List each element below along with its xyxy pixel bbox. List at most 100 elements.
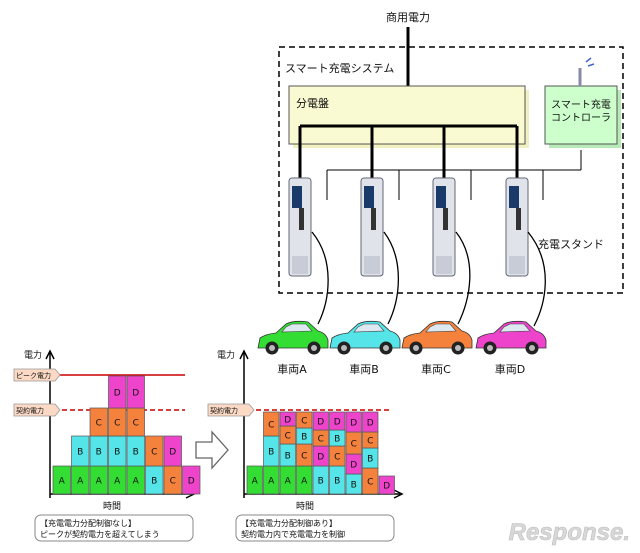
transition-arrow-icon bbox=[195, 430, 229, 470]
charge-block-label: D bbox=[350, 419, 357, 429]
car-window-icon bbox=[499, 323, 531, 333]
system-title: スマート充電システム bbox=[285, 61, 394, 75]
peak-power-tag: ピーク電力 bbox=[13, 368, 61, 382]
grid-power-label: 商用電力 bbox=[386, 10, 430, 24]
charge-block-label: C bbox=[133, 419, 139, 429]
charge-block-label: D bbox=[169, 448, 176, 458]
controller-label-2: コントローラ bbox=[551, 112, 611, 124]
vehicle-label: 車両D bbox=[495, 362, 525, 376]
vehicle-d: 車両D bbox=[475, 320, 547, 376]
charge-block-label: D bbox=[367, 419, 374, 429]
charge-block-d bbox=[108, 375, 127, 409]
charge-block-label: C bbox=[301, 452, 307, 462]
watermark-text: Response. bbox=[509, 519, 630, 546]
charge-block-label: D bbox=[350, 461, 357, 471]
charge-block-label: B bbox=[334, 435, 340, 445]
charge-block-label: B bbox=[151, 477, 157, 487]
charge-block-a bbox=[246, 465, 263, 495]
right-caption-line1: 【充電電力分配制御あり】 bbox=[241, 518, 337, 528]
car-body-icon bbox=[475, 320, 547, 349]
hubcap-icon bbox=[341, 345, 347, 351]
charge-block-label: B bbox=[96, 448, 102, 458]
wireless-signal-icon bbox=[585, 57, 595, 67]
hubcap-icon bbox=[269, 345, 275, 351]
charge-block-label: C bbox=[268, 421, 274, 431]
charge-block-label: D bbox=[383, 482, 390, 492]
panel-label: 分電盤 bbox=[296, 97, 329, 110]
charge-block-label: C bbox=[334, 453, 340, 463]
hubcap-icon bbox=[383, 345, 389, 351]
hubcap-icon bbox=[413, 345, 419, 351]
stand-label: 充電スタンド bbox=[538, 237, 604, 251]
charge-block-d bbox=[163, 435, 182, 467]
right-caption: 【充電電力分配制御あり】 契約電力内で充電電力を制御 bbox=[235, 514, 395, 542]
vehicle-label: 車両A bbox=[277, 362, 307, 376]
charging-stand-c bbox=[432, 177, 456, 277]
charging-stand-b bbox=[360, 177, 384, 277]
panel-wiring bbox=[298, 124, 519, 178]
charge-block-label: D bbox=[284, 416, 291, 426]
charging-stand-d bbox=[505, 177, 529, 277]
left-chart-x-label: 時間 bbox=[103, 501, 121, 512]
vehicle-label: 車両B bbox=[349, 362, 379, 376]
distribution-panel: 分電盤 bbox=[288, 85, 529, 148]
charge-block-d bbox=[126, 375, 145, 409]
charge-block-label: A bbox=[252, 477, 259, 487]
right-contract-power-tag: 契約電力 bbox=[207, 403, 255, 417]
vehicle-a: 車両A bbox=[257, 320, 329, 376]
charging-controller: スマート充電 コントローラ bbox=[544, 57, 621, 148]
hubcap-icon bbox=[455, 345, 461, 351]
vehicles: 車両A 車両B 車両C 車両D bbox=[257, 320, 547, 376]
left-contract-power-tag: 契約電力 bbox=[13, 403, 61, 417]
charge-block-d bbox=[362, 411, 379, 433]
charge-block-label: D bbox=[334, 418, 341, 428]
charge-block-label: B bbox=[77, 448, 83, 458]
charge-block-d bbox=[182, 465, 201, 495]
charging-stand-a bbox=[288, 177, 312, 277]
charge-block-label: D bbox=[132, 389, 139, 399]
charge-block-c bbox=[145, 435, 164, 467]
charging-stands bbox=[288, 177, 529, 277]
charge-block-c bbox=[89, 407, 108, 437]
charging-cables bbox=[311, 231, 546, 327]
charge-block-a bbox=[52, 465, 71, 495]
car-window-icon bbox=[281, 323, 313, 333]
charge-block-label: A bbox=[114, 477, 121, 487]
hubcap-icon bbox=[487, 345, 493, 351]
charge-block-label: D bbox=[317, 453, 324, 463]
charge-block-label: B bbox=[133, 448, 139, 458]
charge-block-label: A bbox=[133, 477, 140, 487]
charge-block-label: C bbox=[285, 432, 291, 442]
charge-block-label: B bbox=[367, 455, 373, 465]
smart-charging-system-box bbox=[278, 46, 624, 294]
car-body-icon bbox=[401, 320, 473, 349]
charge-block-d bbox=[378, 475, 395, 495]
left-caption-line2: ピークが契約電力を超えてしまう bbox=[40, 529, 160, 539]
charge-block-label: D bbox=[317, 418, 324, 428]
charge-block-label: C bbox=[96, 419, 102, 429]
controller-label-1: スマート充電 bbox=[551, 98, 611, 111]
charge-block-label: D bbox=[114, 389, 121, 399]
left-chart-y-label: 電力 bbox=[24, 349, 42, 361]
charge-block-label: C bbox=[367, 437, 373, 447]
charge-block-c bbox=[263, 411, 280, 437]
charge-block-label: A bbox=[96, 477, 103, 487]
charge-block-label: A bbox=[285, 477, 292, 487]
charge-block-label: B bbox=[114, 448, 120, 458]
charge-block-label: B bbox=[334, 477, 340, 487]
charge-block-label: C bbox=[367, 478, 373, 488]
charge-block-label: B bbox=[351, 481, 357, 491]
vehicle-b: 車両B bbox=[329, 320, 401, 376]
charge-block-label: C bbox=[318, 435, 324, 445]
charge-block-label: C bbox=[151, 448, 157, 458]
vehicle-label: 車両C bbox=[421, 362, 451, 376]
charge-block-label: A bbox=[59, 477, 66, 487]
car-body-icon bbox=[257, 320, 329, 349]
vehicle-c: 車両C bbox=[401, 320, 473, 376]
right-contract-power-label: 契約電力 bbox=[210, 406, 238, 415]
hubcap-icon bbox=[311, 345, 317, 351]
